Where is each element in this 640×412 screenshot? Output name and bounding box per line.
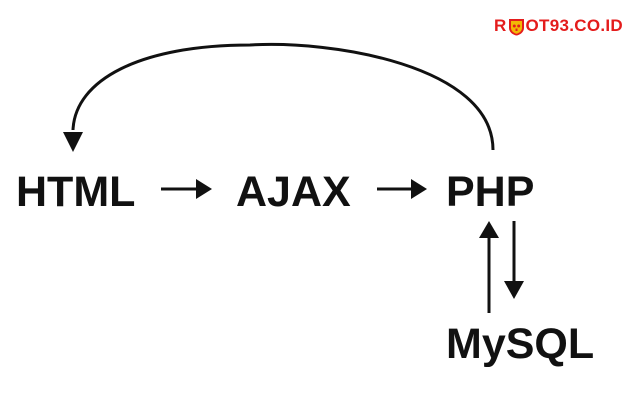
- edge-html-to-ajax: [161, 179, 212, 199]
- watermark-text-after: OT93.CO.ID: [525, 16, 623, 35]
- edge-php-to-mysql: [504, 221, 524, 299]
- watermark-text-before: R: [493, 16, 507, 35]
- node-ajax: AJAX: [236, 168, 351, 216]
- edge-ajax-to-php: [377, 179, 427, 199]
- edge-mysql-to-php: [479, 221, 499, 313]
- node-html: HTML: [16, 168, 136, 216]
- node-mysql: MySQL: [446, 320, 595, 368]
- watermark: R OT93.CO.ID: [494, 16, 623, 36]
- edge-php-to-html-curve: [63, 42, 495, 152]
- skull-shield-logo-icon: [508, 18, 525, 36]
- node-php: PHP: [446, 168, 535, 216]
